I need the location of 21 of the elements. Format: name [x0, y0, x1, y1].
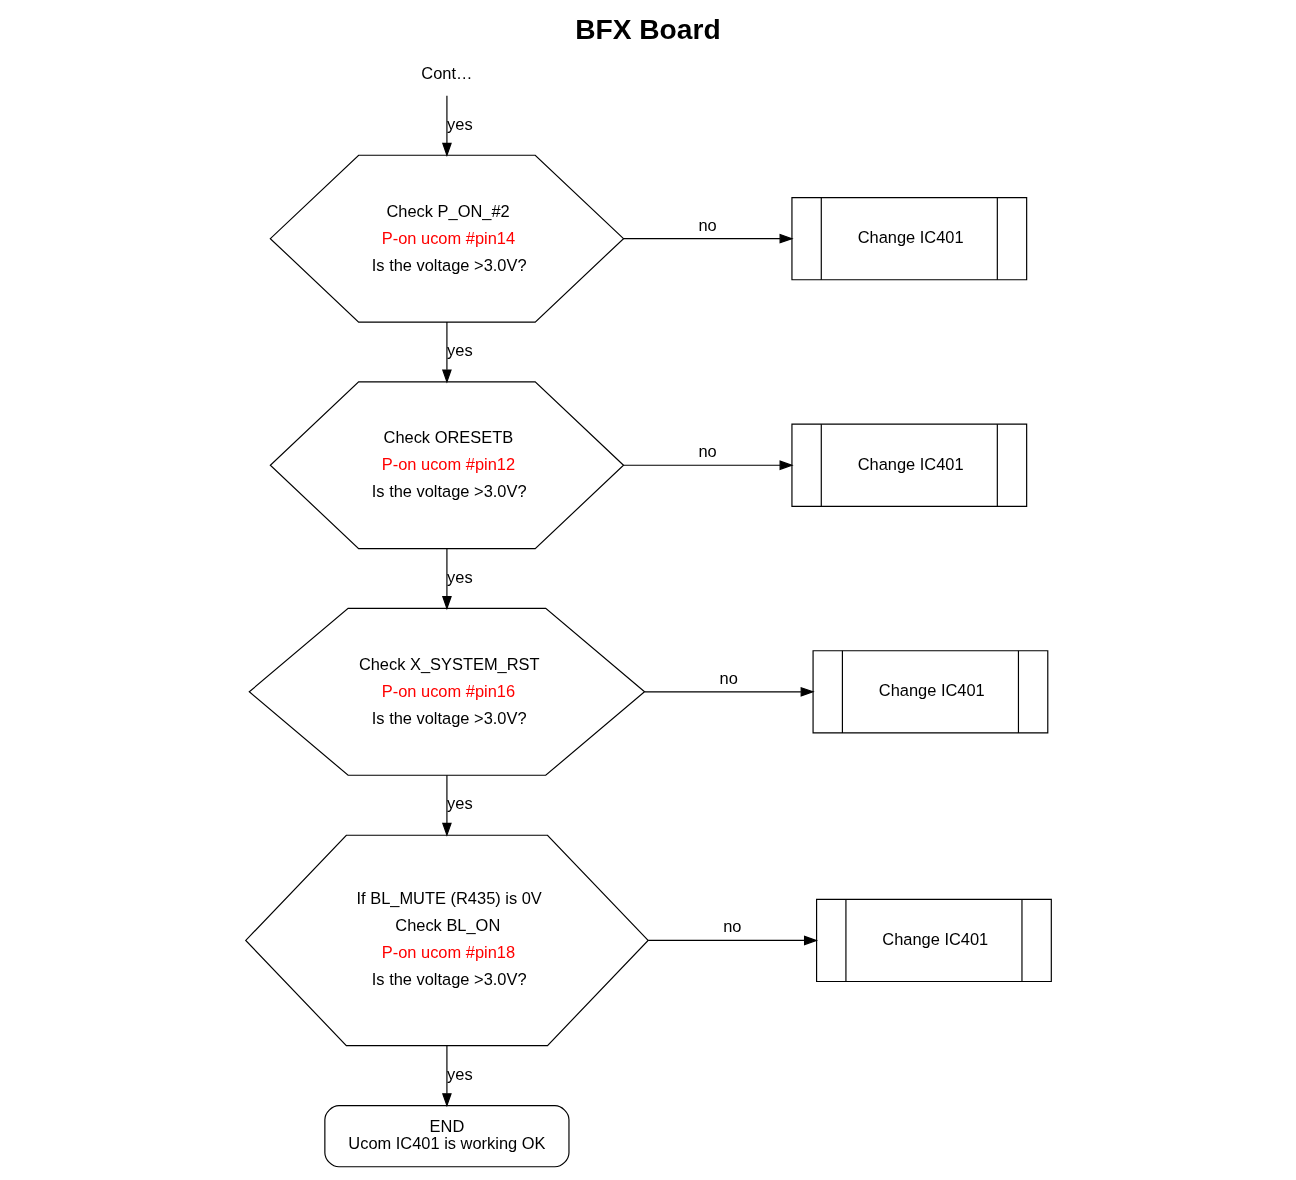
arrow	[643, 686, 815, 697]
diagram-title: BFX Board	[574, 14, 721, 46]
arrow	[622, 460, 794, 471]
edge-label: yes	[446, 341, 473, 360]
edge-label: no	[719, 668, 738, 687]
arrow	[441, 774, 452, 837]
node-text: Cont…	[420, 63, 472, 82]
edge-label: no	[722, 917, 742, 936]
arrow	[441, 95, 452, 157]
arrow	[622, 233, 794, 244]
arrow	[441, 321, 452, 384]
edge-label: yes	[446, 794, 473, 813]
arrow	[647, 935, 818, 946]
edge-label: yes	[446, 567, 473, 586]
edge-label: yes	[446, 114, 473, 133]
arrow	[441, 1045, 452, 1108]
edge-label: no	[697, 442, 717, 461]
edge-label: no	[697, 215, 717, 234]
arrow	[441, 548, 452, 611]
edge-label: yes	[446, 1065, 473, 1084]
node-box: END Ucom IC401 is working OK	[323, 1105, 570, 1168]
